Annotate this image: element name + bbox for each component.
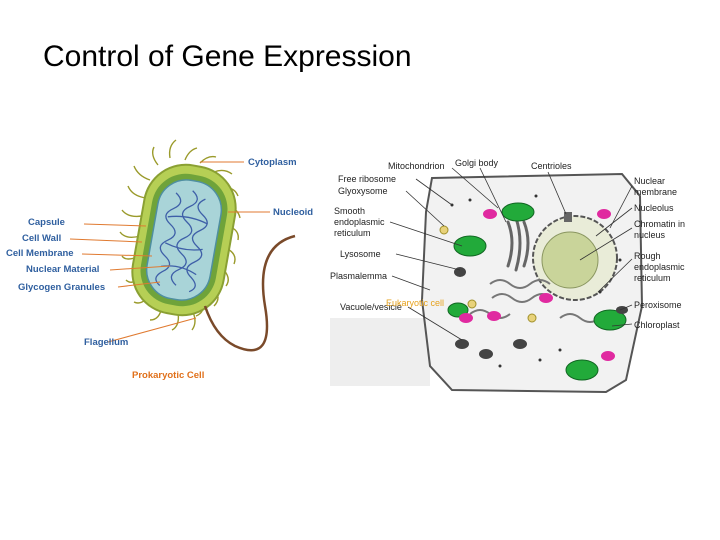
nucleolus [541, 231, 599, 289]
label-peroxisome: Peroxisome [634, 300, 682, 310]
prokaryotic-cell-illustration [119, 139, 296, 352]
centrioles [564, 212, 572, 222]
label-rough-er-2: endoplasmic [634, 262, 685, 272]
label-chromatin-2: nucleus [634, 230, 666, 240]
label-nuclear-membrane-2: membrane [634, 187, 677, 197]
label-free-ribosome: Free ribosome [338, 174, 396, 184]
label-smooth-er-2: endoplasmic [334, 217, 385, 227]
eukaryote-caption: Eukaryotic cell [386, 298, 444, 308]
label-glycogen-granules: Glycogen Granules [18, 282, 105, 293]
golgi-apparatus [506, 216, 530, 272]
label-lysosome: Lysosome [340, 249, 381, 259]
slide-title: Control of Gene Expression [43, 40, 412, 73]
glyoxysomes [439, 225, 537, 323]
label-nuclear-material: Nuclear Material [26, 264, 99, 275]
eukaryote-leader-lines [389, 167, 633, 341]
label-smooth-er-1: Smooth [334, 206, 365, 216]
prokaryote-caption: Prokaryotic Cell [132, 370, 204, 381]
label-flagellum: Flagellum [84, 337, 128, 348]
label-capsule: Capsule [28, 217, 65, 228]
label-glyoxysome: Glyoxysome [338, 186, 388, 196]
label-nucleolus: Nucleolus [634, 203, 674, 213]
mitochondria [459, 209, 615, 361]
faded-backdrop [330, 318, 430, 386]
flagellum-strand [203, 234, 296, 352]
eukaryotic-cell-illustration [330, 172, 644, 394]
label-chloroplast: Chloroplast [634, 320, 680, 330]
label-vacuole: Vacuole/vesicle [340, 302, 402, 312]
label-mitochondrion: Mitochondrion [388, 161, 445, 171]
prokaryote-leader-lines [69, 161, 270, 343]
label-rough-er-3: reticulum [634, 273, 671, 283]
label-rough-er-1: Rough [634, 251, 661, 261]
label-nuclear-membrane-1: Nuclear [634, 176, 665, 186]
label-smooth-er-3: reticulum [334, 228, 371, 238]
label-nucleoid: Nucleoid [273, 207, 313, 218]
label-cytoplasm: Cytoplasm [248, 157, 297, 168]
label-centrioles: Centrioles [531, 161, 572, 171]
chloroplasts [447, 202, 627, 381]
label-cell-wall: Cell Wall [22, 233, 61, 244]
label-plasmalemma: Plasmalemma [330, 271, 387, 281]
label-golgi-body: Golgi body [455, 158, 499, 168]
label-chromatin-1: Chromatin in [634, 219, 685, 229]
label-cell-membrane: Cell Membrane [6, 248, 74, 259]
